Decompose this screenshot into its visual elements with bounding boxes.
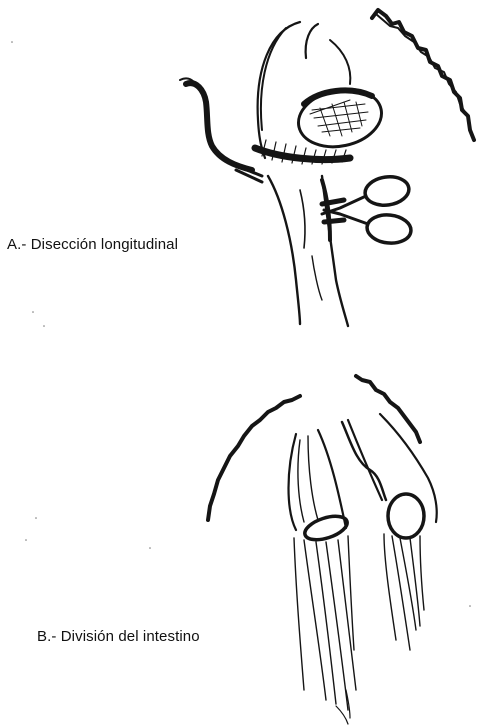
caption-longitudinal-dissection: A.- Disección longitudinal bbox=[7, 236, 178, 253]
scan-noise bbox=[11, 41, 471, 607]
figure-b-intestine-division bbox=[208, 376, 437, 724]
figure-a-longitudinal-dissection bbox=[180, 10, 474, 326]
caption-intestine-division: B.- División del intestino bbox=[37, 628, 200, 645]
scissors-icon bbox=[322, 174, 412, 245]
